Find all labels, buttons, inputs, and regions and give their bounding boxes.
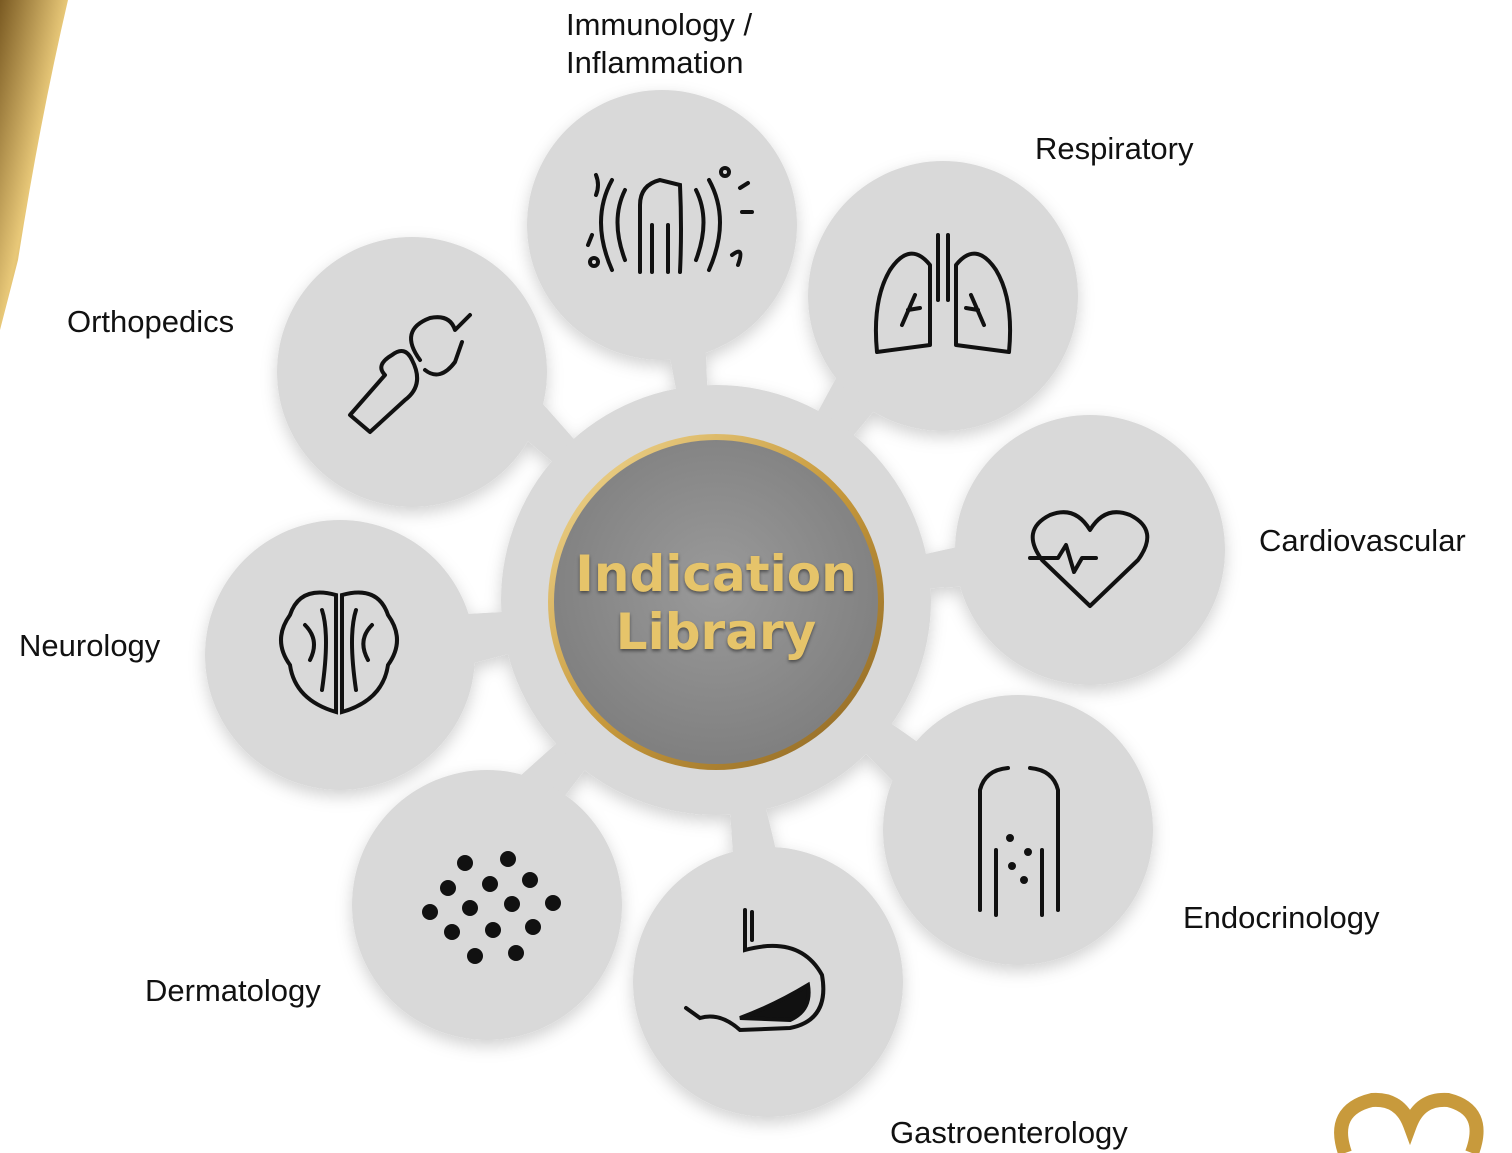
center-disc[interactable] [554,440,878,764]
immune-body-icon [586,166,754,274]
label-orthopedics: Orthopedics [67,304,235,339]
center-title-line2: Library [615,603,817,661]
label-gastroenterology: Gastroenterology [890,1115,1128,1150]
label-cardiovascular: Cardiovascular [1259,523,1466,558]
node-dermatology[interactable] [352,770,622,1040]
gold-ribbon [0,0,68,330]
node-cardiovascular[interactable] [955,415,1225,685]
lungs-icon [873,233,1013,354]
node-immunology[interactable] [527,90,797,360]
logo [1334,1092,1484,1153]
torso-icon [978,766,1060,917]
node-endocrinology[interactable] [883,695,1153,965]
label-immunology: Immunology / Inflammation [566,6,752,82]
brain-icon [279,590,399,715]
label-respiratory: Respiratory [1035,131,1194,166]
center-title-line1: Indication [575,545,857,603]
label-neurology: Neurology [19,628,161,663]
center-title: Indication Library [548,545,884,661]
heart-pulse-icon [1028,510,1150,608]
label-immunology-line2: Inflammation [566,45,744,80]
label-dermatology: Dermatology [145,973,321,1008]
label-immunology-line1: Immunology / [566,7,753,42]
stomach-icon [684,908,826,1033]
node-orthopedics[interactable] [277,237,547,507]
skin-dots-icon [422,851,561,964]
node-respiratory[interactable] [808,161,1078,431]
label-endocrinology: Endocrinology [1183,900,1380,935]
joint-icon [348,313,472,434]
node-gastroenterology[interactable] [633,847,903,1117]
